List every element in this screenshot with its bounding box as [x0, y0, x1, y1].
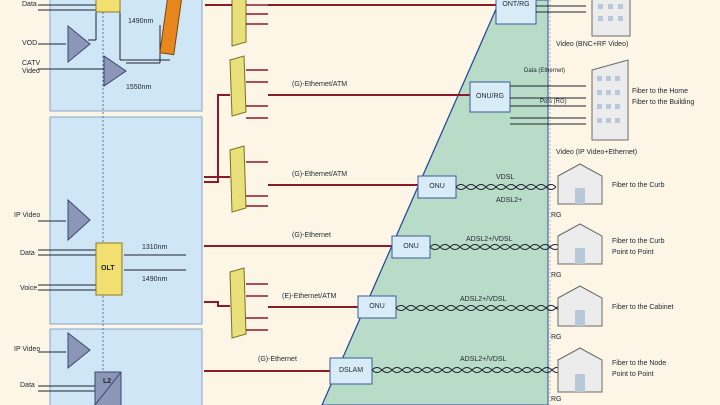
node-onu-rg-label: ONU/RG [476, 93, 504, 100]
dslam-box [329, 357, 373, 385]
label-ip-video-1: IP Video [14, 212, 41, 219]
onu-rg-box [469, 81, 511, 113]
splitter-icon [229, 267, 247, 339]
wavelength-arrows [124, 254, 186, 271]
rg-label-2: RG [551, 272, 562, 279]
fiber-links [204, 4, 496, 372]
pots-label: Pots (RG) [540, 99, 567, 105]
label-video: Video [22, 68, 40, 75]
fiber-curb-p2p-label-1: Fiber to the Curb [612, 238, 665, 245]
top-switch-box [95, 0, 121, 13]
splitter-output-stubs [246, 4, 268, 331]
label-catv: CATV [22, 60, 41, 67]
adsl2-vdsl-label-1: ADSL2+/VDSL [466, 236, 513, 243]
fiber-building-label: Fiber to the Building [632, 99, 695, 106]
video-ip-caption: Video (IP Video+Ethernet) [556, 149, 638, 156]
l2-diagonal-line [94, 371, 122, 405]
adsl2-vdsl-label-2: ADSL2+/VDSL [460, 296, 507, 303]
label-1490nm-mid: 1490nm [142, 276, 168, 283]
wdm-mux-box [159, 0, 183, 56]
twisted-pair-icon [395, 305, 567, 311]
amplifier-triangle-icon [67, 331, 91, 370]
adsl2-vdsl-label-3: ADSL2+/VDSL [460, 356, 507, 363]
house-icon [557, 223, 603, 265]
label-voice: Voice [20, 285, 38, 292]
building-icon [591, 0, 631, 37]
access-edge-line [321, 0, 501, 405]
amplifier-triangle-icon [67, 198, 91, 242]
onu-box-3 [357, 295, 397, 319]
ont-rg-box [495, 0, 537, 25]
splitter-icon [229, 145, 247, 213]
house-icon [557, 347, 603, 393]
twisted-pair-icon [371, 367, 563, 373]
fiber-node-label-2: Point to Point [612, 371, 654, 378]
node-onu-3-label: ONU [369, 303, 385, 310]
fiber-curb-label: Fiber to the Curb [612, 182, 665, 189]
node-onu-2-label: ONU [403, 243, 419, 250]
input-arrows [38, 4, 170, 392]
label-1550nm: 1550nm [126, 84, 152, 91]
rg-label-3: RG [551, 334, 562, 341]
link-label-4: (E)-Ethernet/ATM [282, 293, 337, 300]
rg-label-4: RG [551, 396, 562, 403]
label-l2: L2 [103, 378, 112, 385]
label-1310nm: 1310nm [142, 244, 168, 251]
twisted-pair-icon [429, 244, 561, 250]
link-label-2: (G)-Ethernet/ATM [292, 171, 348, 178]
house-icon [557, 285, 603, 327]
splitter-icon [231, 0, 247, 47]
label-data-bottom: Data [20, 382, 35, 389]
label-data-top: Data [22, 1, 37, 8]
splitter-icon [229, 55, 247, 117]
video-bnc-rf-caption: Video (BNC+RF Video) [556, 41, 629, 48]
label-ip-video-2: IP Video [14, 346, 41, 353]
rg-label-1: RG [551, 212, 562, 219]
olt-box [95, 242, 123, 296]
amplifier-triangle-icon [67, 24, 91, 64]
fiber-cabinet-label: Fiber to the Cabinet [612, 304, 674, 311]
house-icon [557, 163, 603, 205]
link-label-1: (G)-Ethernet/ATM [292, 81, 348, 88]
fiber-node-label-1: Fiber to the Node [612, 360, 667, 367]
adsl2plus-label: ADSL2+ [496, 197, 523, 204]
data-ethernet-label: Data (Ethernet) [524, 68, 566, 74]
label-vod: VOD [22, 40, 38, 47]
link-label-5: (G)-Ethernet [258, 356, 297, 363]
node-onu-1-label: ONU [429, 183, 445, 190]
building-icon [591, 59, 629, 141]
node-ont-rg-label: ONT/RG [502, 1, 530, 8]
link-label-3: (G)-Ethernet [292, 232, 331, 239]
node-dslam-label: DSLAM [338, 367, 364, 374]
label-1490nm-top: 1490nm [128, 18, 154, 25]
fiber-curb-p2p-label-2: Point to Point [612, 249, 654, 256]
label-data-mid: Data [20, 250, 35, 257]
twisted-pair-icon [455, 184, 557, 190]
label-olt: OLT [101, 265, 115, 272]
fiber-home-label: Fiber to the Home [632, 88, 689, 95]
amplifier-triangle-icon [103, 55, 127, 87]
vdsl-label: VDSL [496, 174, 515, 181]
copper-lines [510, 5, 586, 125]
